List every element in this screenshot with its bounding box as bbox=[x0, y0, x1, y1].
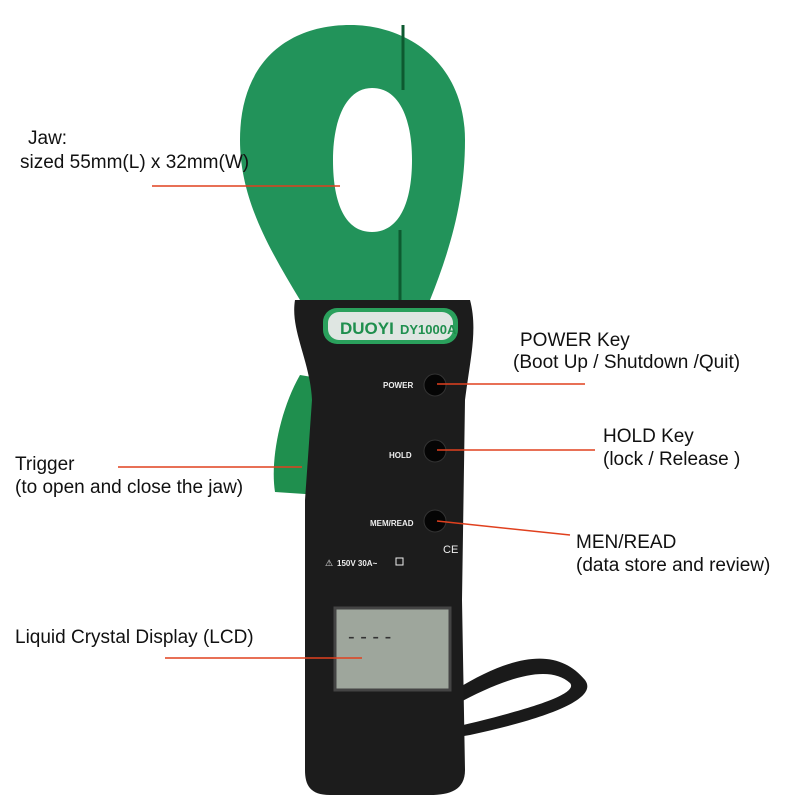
warning-icon: ⚠ bbox=[325, 558, 333, 568]
hold-callout-detail: (lock / Release ) bbox=[603, 449, 741, 470]
wrist-strap bbox=[440, 658, 588, 740]
power-callout-title: POWER Key bbox=[520, 330, 630, 351]
hold-callout-title: HOLD Key bbox=[603, 426, 694, 447]
jaw bbox=[240, 25, 465, 300]
rating-text: 150V 30A~ bbox=[337, 559, 378, 568]
mem-callout-detail: (data store and review) bbox=[576, 555, 771, 576]
double-insulation-icon bbox=[395, 557, 404, 566]
hold-button[interactable] bbox=[423, 439, 447, 463]
hold-button-label: HOLD bbox=[389, 451, 412, 460]
lcd-reading: - - - - bbox=[348, 626, 391, 648]
lcd-callout-title: Liquid Crystal Display (LCD) bbox=[15, 627, 254, 648]
mem-read-button-label: MEM/READ bbox=[370, 519, 414, 528]
power-button[interactable] bbox=[423, 373, 447, 397]
mem-callout-title: MEN/READ bbox=[576, 532, 677, 553]
brand-logo: DUOYI bbox=[340, 319, 394, 338]
power-button-label: POWER bbox=[383, 381, 413, 390]
trigger-callout-title: Trigger bbox=[15, 454, 75, 475]
mem-read-button[interactable] bbox=[423, 509, 447, 533]
power-callout-detail: (Boot Up / Shutdown /Quit) bbox=[513, 352, 741, 373]
lcd-screen bbox=[333, 606, 452, 692]
jaw-callout-detail: sized 55mm(L) x 32mm(W) bbox=[20, 152, 250, 173]
callout-lines bbox=[118, 185, 595, 659]
ce-mark: CE bbox=[443, 544, 458, 556]
trigger-callout-detail: (to open and close the jaw) bbox=[15, 477, 244, 498]
jaw-callout-title: Jaw: bbox=[28, 128, 68, 149]
model-number: DY1000A bbox=[400, 322, 457, 337]
